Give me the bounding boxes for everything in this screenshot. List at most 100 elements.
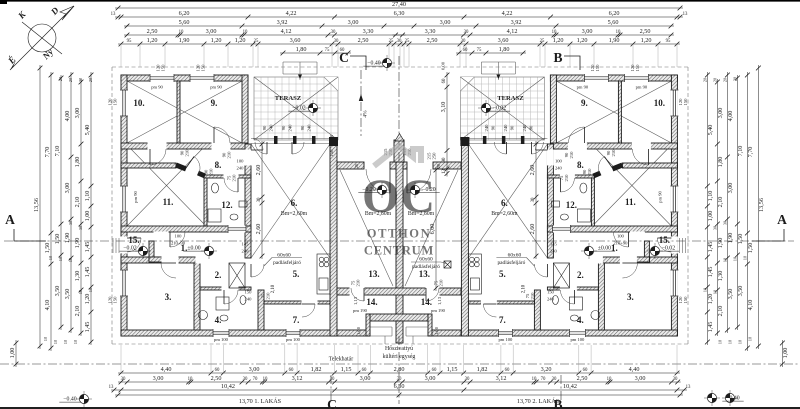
dim-label: 30 xyxy=(121,377,126,382)
dim-label: 13,70 2. LAKÁS xyxy=(517,397,560,405)
dim-label: 60 xyxy=(505,368,510,373)
dim-tick xyxy=(554,379,560,385)
annotation: 215 xyxy=(383,148,388,156)
dim-tick xyxy=(345,50,351,56)
fixture-circle xyxy=(469,261,475,268)
dim-tick xyxy=(675,379,681,385)
thin-line xyxy=(556,80,672,144)
wall-opening xyxy=(583,74,609,82)
compass-letter: É xyxy=(5,54,17,66)
dim-tick xyxy=(677,392,683,398)
dim-tick xyxy=(78,141,84,147)
annotation: 90 xyxy=(606,150,611,155)
dim-tick xyxy=(444,84,450,90)
thin-line xyxy=(440,261,447,264)
annotation: 10 xyxy=(88,288,93,292)
wall-opening xyxy=(120,185,128,213)
annotation: padlásfeljáró xyxy=(497,259,525,266)
dim-label: 60 xyxy=(463,48,468,53)
wall-opening xyxy=(425,287,440,296)
dim-tick xyxy=(744,261,751,267)
wall xyxy=(460,137,469,337)
dim-label: 1,00 xyxy=(9,348,16,359)
dim-tick xyxy=(88,203,94,209)
room-number: 2. xyxy=(215,270,222,280)
door-swing xyxy=(632,148,649,166)
dim-tick xyxy=(533,253,539,259)
annotation: 150 xyxy=(161,64,166,72)
annotation: 20 xyxy=(712,78,717,82)
annotation: pm 90 xyxy=(657,190,662,202)
dim-label: 1,20 xyxy=(211,37,222,44)
terrace-post xyxy=(293,136,297,144)
dim-label: 4,12 xyxy=(507,28,518,35)
dim-tick xyxy=(704,339,711,345)
fixture-ellipse xyxy=(219,314,229,322)
room-number: 3. xyxy=(165,292,172,302)
annotation: 90 xyxy=(509,125,514,130)
annotation: 30 xyxy=(78,226,83,230)
terrace-post xyxy=(460,137,470,146)
room-number: 8. xyxy=(577,160,584,170)
door-swing xyxy=(531,141,544,155)
dim-label: 25 xyxy=(254,39,259,44)
fixture-ellipse xyxy=(570,314,579,322)
wall xyxy=(257,289,265,331)
fixture-circle xyxy=(198,310,208,320)
annotation: 10 xyxy=(63,340,68,344)
dim-tick xyxy=(714,178,721,184)
dim-tick xyxy=(118,387,124,393)
annotation: 240 xyxy=(288,124,293,132)
annotation: 100 xyxy=(555,159,563,164)
door-swing xyxy=(568,126,585,144)
wall xyxy=(336,161,365,170)
dim-tick xyxy=(118,14,124,20)
dim-tick xyxy=(88,339,94,345)
dim-label: 25 xyxy=(405,39,410,44)
dim-label: 1,30 xyxy=(74,271,81,282)
wall-opening xyxy=(212,329,230,337)
terrace-post xyxy=(482,136,487,144)
dim-tick xyxy=(714,79,721,85)
door-swing xyxy=(613,231,629,248)
dim-tick xyxy=(533,194,539,200)
annotation: 150 xyxy=(635,64,640,72)
wall xyxy=(120,74,249,82)
wall-opening xyxy=(120,236,128,254)
dim-tick xyxy=(124,23,130,29)
thin-line xyxy=(126,80,243,144)
door-swing xyxy=(250,263,265,278)
wall xyxy=(203,177,208,227)
terrace-post xyxy=(329,137,338,146)
dim-label: 3,92 xyxy=(277,19,288,26)
wall xyxy=(546,225,678,233)
watermark-line1: OTTHON xyxy=(367,227,431,241)
annotation: 10 xyxy=(68,258,73,262)
annotation: 30 xyxy=(712,226,717,230)
wall-opening xyxy=(670,236,678,254)
annotation: 10 xyxy=(717,340,722,344)
dim-tick xyxy=(13,361,19,367)
watermark-line2: CENTRUM xyxy=(364,244,434,258)
dim-label: 3,00 xyxy=(64,183,71,194)
annotation: 240 xyxy=(555,165,563,170)
section-flag-c xyxy=(350,55,367,70)
room-number: 9. xyxy=(581,98,588,108)
dim-label: 60 xyxy=(215,368,220,373)
level-marker-q xyxy=(209,251,214,256)
dim-tick xyxy=(444,72,450,78)
wall-opening xyxy=(670,185,678,213)
annotation: 210 xyxy=(530,292,535,300)
dim-label: 1,82 xyxy=(311,366,322,373)
dim-tick xyxy=(332,387,338,393)
dim-tick xyxy=(245,14,251,20)
dim-label: 1,00 xyxy=(782,348,789,359)
dim-tick xyxy=(779,340,786,346)
room-number: 13. xyxy=(368,269,379,279)
dim-tick xyxy=(668,23,674,29)
dim-tick xyxy=(456,50,462,56)
dim-label: 2,10 xyxy=(717,306,724,317)
door-swing xyxy=(483,303,497,318)
thin-line xyxy=(263,257,273,267)
